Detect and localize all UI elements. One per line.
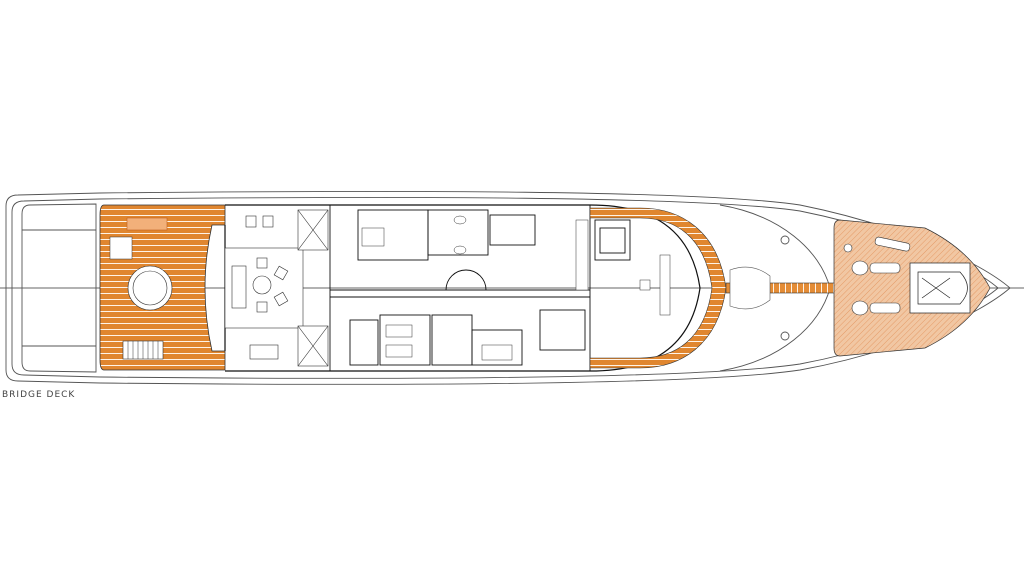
forward-deck-teak bbox=[589, 207, 727, 369]
furniture bbox=[361, 215, 671, 361]
sky-lounge bbox=[224, 209, 329, 367]
interior-walls bbox=[329, 205, 631, 371]
tender-cradle bbox=[729, 266, 771, 310]
dining-table bbox=[127, 265, 173, 311]
bow-tender bbox=[909, 262, 971, 314]
anchor-windlasses bbox=[843, 236, 911, 316]
deck-title: BRIDGE DECK bbox=[2, 390, 76, 400]
buffet bbox=[126, 217, 168, 231]
sign-board bbox=[109, 236, 133, 260]
